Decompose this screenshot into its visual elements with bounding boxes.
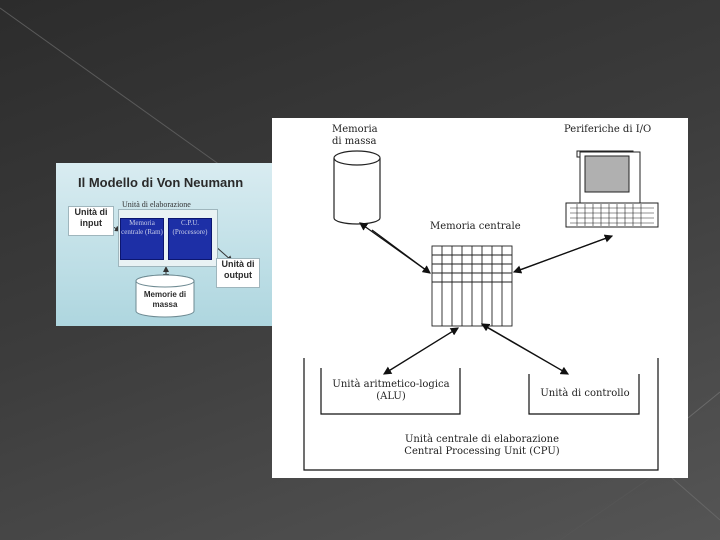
cpu-block: C.P.U. (Processore) [168, 218, 212, 260]
alu-bracket [320, 368, 461, 415]
control-unit-label: Unità di controllo [540, 388, 630, 399]
cpu-architecture-diagram: Memoria di massa Periferiche di I/O Memo… [272, 118, 688, 478]
mass-memory-label: Memoria di massa [332, 124, 378, 147]
central-memory-title: Memoria centrale [430, 221, 521, 232]
mass-storage-cylinder [333, 150, 381, 225]
output-unit-label: Unità di output [221, 259, 255, 280]
control-unit-bracket [528, 374, 640, 415]
connection-arrows [359, 222, 614, 375]
processing-unit-label: Unità di elaborazione [122, 200, 191, 209]
cpu-block-label: C.P.U. (Processore) [172, 219, 208, 236]
io-terminal [565, 150, 659, 228]
mass-memory-label-block: Memoria di massa [332, 124, 390, 148]
mass-storage-label: Memorie di massa [143, 290, 187, 309]
input-unit-box: Unità di input [68, 206, 114, 236]
central-memory-grid [431, 245, 513, 327]
cpu-architecture-drawing [303, 150, 659, 471]
cpu-label-line1: Unità centrale di elaborazione [404, 434, 560, 445]
alu-label-line2: (ALU) [376, 391, 406, 402]
output-unit-box: Unità di output [216, 258, 260, 288]
central-memory-label: Memoria centrale (Ram) [121, 219, 163, 236]
von-neumann-title: Il Modello di Von Neumann [78, 175, 244, 190]
von-neumann-arrows [99, 218, 233, 318]
von-neumann-diagram: Il Modello di Von Neumann Unità di elabo… [56, 163, 272, 326]
input-unit-label: Unità di input [74, 207, 108, 228]
central-memory-block: Memoria centrale (Ram) [120, 218, 164, 260]
cpu-outer-bracket [303, 358, 659, 471]
cpu-label-line2: Central Processing Unit (CPU) [404, 446, 560, 457]
cpu-label: Unità centrale di elaborazione Central P… [358, 434, 606, 458]
alu-label: Unità aritmetico-logica (ALU) [324, 379, 458, 403]
alu-label-line1: Unità aritmetico-logica [332, 379, 450, 390]
io-label: Periferiche di I/O [564, 124, 652, 135]
